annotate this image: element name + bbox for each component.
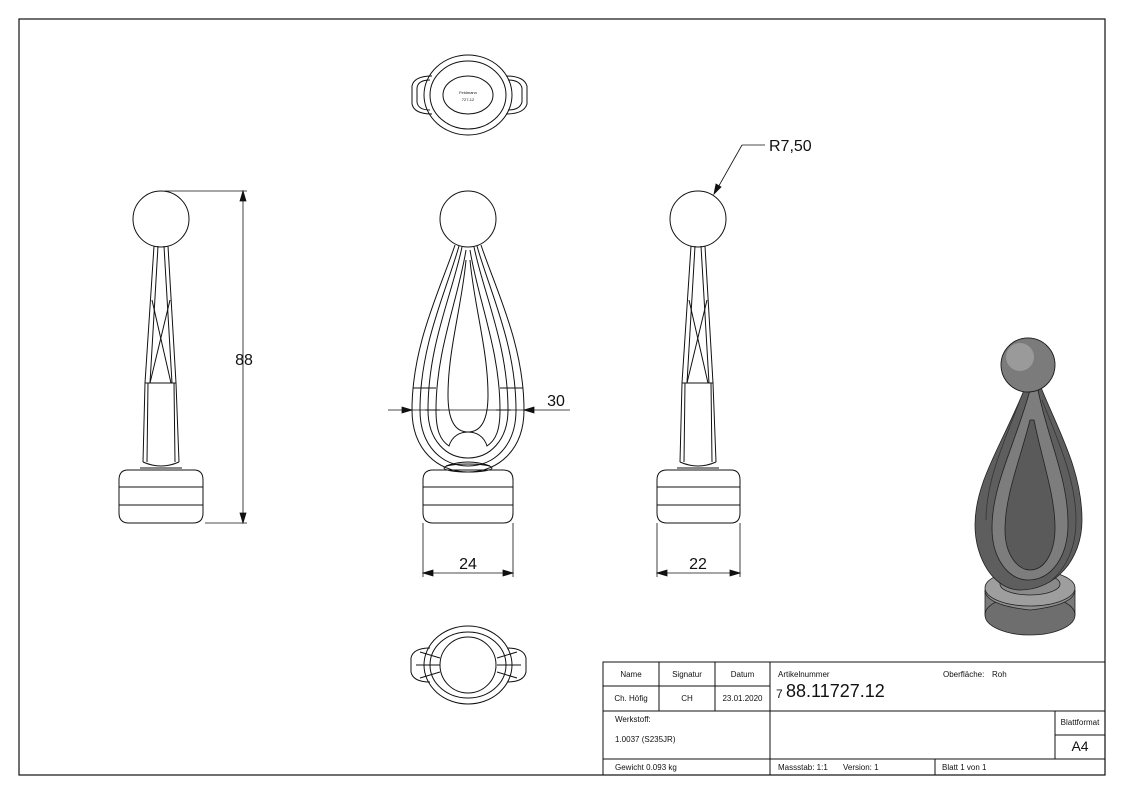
material-label: Werkstoff: (615, 715, 651, 724)
version: Version: 1 (843, 763, 879, 772)
dim-base22-text: 22 (689, 556, 707, 573)
drawing-frame (18, 18, 1106, 776)
surface-value: Roh (992, 670, 1007, 679)
dimension-width-30 (388, 406, 570, 414)
bottom-view (410, 625, 527, 705)
top-view: Feldmann 727-12 (411, 54, 528, 136)
radius-leader (713, 144, 765, 196)
drafter-signature: CH (681, 694, 693, 703)
engraving-line2: 727-12 (462, 97, 475, 102)
engraving-line1: Feldmann (459, 90, 477, 95)
header-signature: Signatur (672, 670, 702, 679)
format-value: A4 (1071, 738, 1089, 754)
drafter-name: Ch. Höfig (614, 694, 648, 703)
header-date: Datum (730, 670, 755, 679)
header-name: Name (620, 670, 642, 679)
dimension-base-22 (655, 523, 742, 577)
article-number-prefix: 7 (776, 687, 783, 701)
left-side-view (118, 190, 204, 524)
dim-width30-text: 30 (547, 393, 565, 410)
weight: Gewicht 0.093 kg (615, 763, 677, 772)
dim-radius-text: R7,50 (769, 138, 812, 155)
scale: Massstab: 1:1 (778, 763, 828, 772)
article-number-label: Artikelnummer (778, 670, 830, 679)
right-side-view (656, 190, 741, 524)
material-value: 1.0037 (S235JR) (615, 735, 676, 744)
dim-height-text: 88 (235, 352, 253, 369)
sheet-count: Blatt 1 von 1 (942, 763, 987, 772)
title-block-grid (602, 661, 1106, 776)
dimension-height (165, 189, 247, 525)
dim-base24-text: 24 (459, 556, 477, 573)
article-number: 88.11727.12 (786, 681, 885, 701)
drawing-date: 23.01.2020 (722, 694, 763, 703)
format-label: Blattformat (1060, 718, 1100, 727)
front-view (411, 190, 525, 524)
isometric-view (974, 337, 1083, 636)
surface-label: Oberfläche: (943, 670, 985, 679)
dimension-base-24 (421, 523, 515, 577)
